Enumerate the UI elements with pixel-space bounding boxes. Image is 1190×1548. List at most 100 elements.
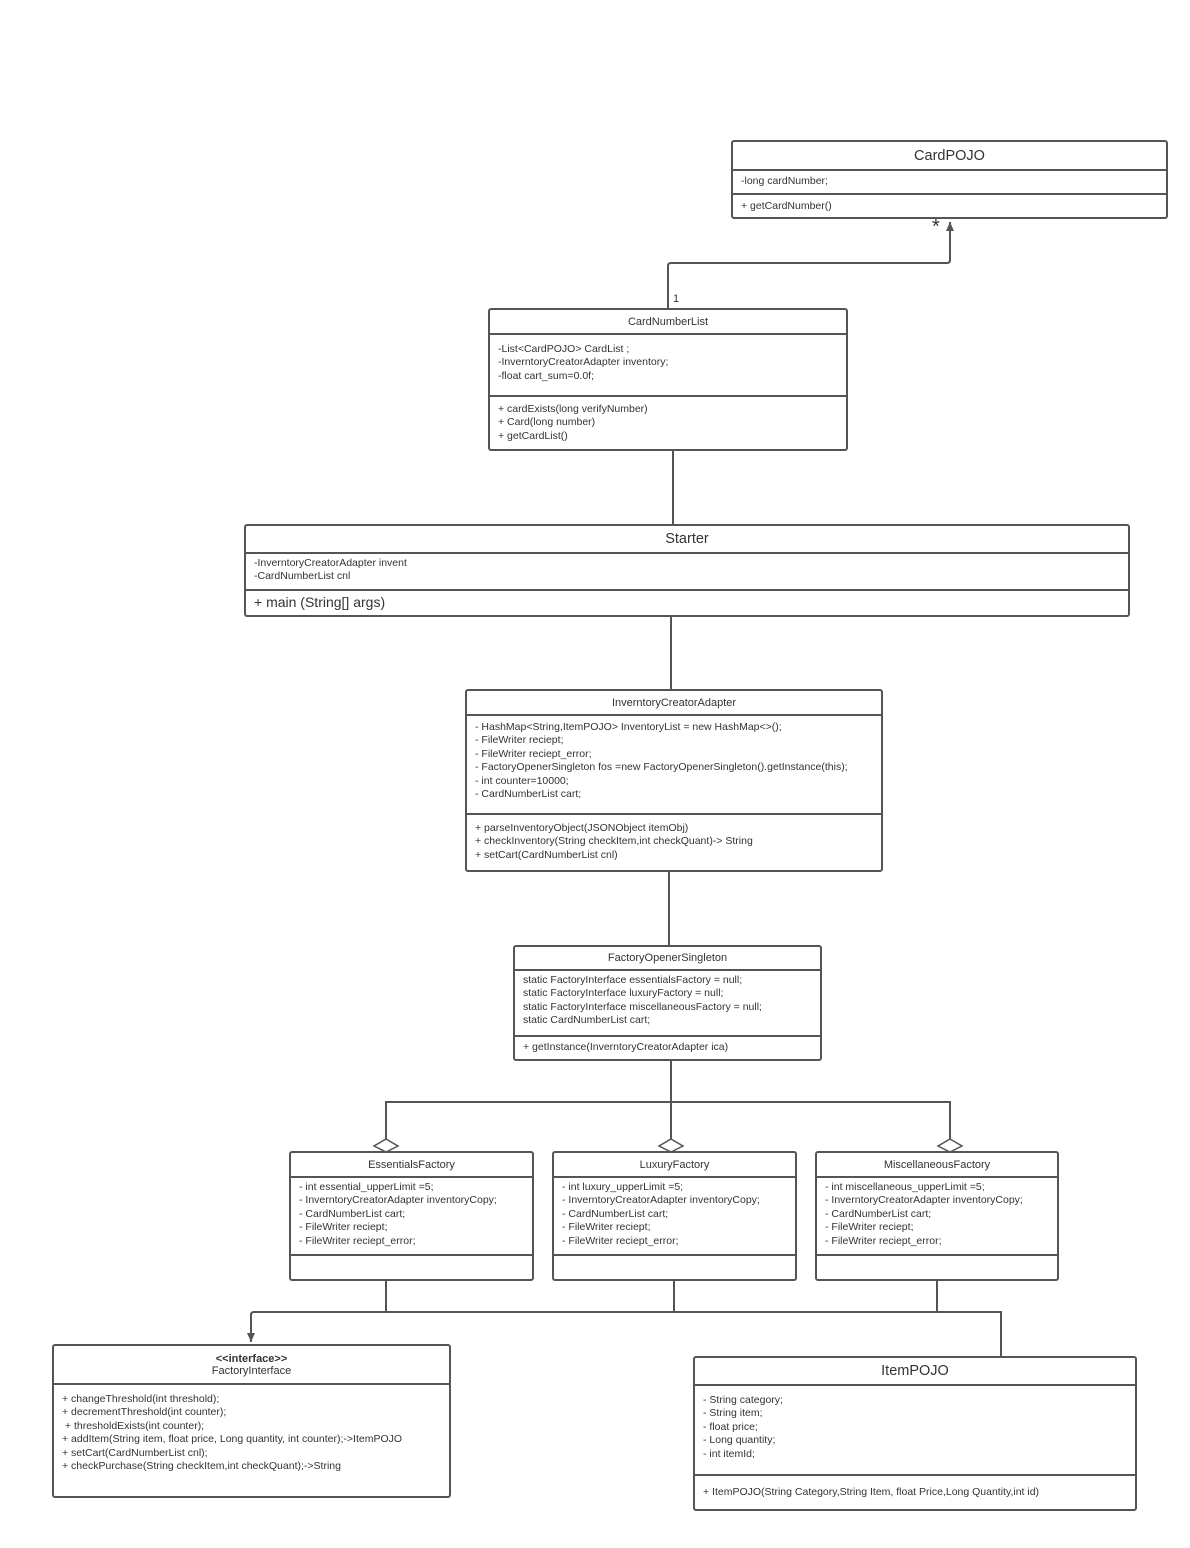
- attribute: static FactoryInterface luxuryFactory = …: [523, 987, 724, 1000]
- methods-section: + ItemPOJO(String Category,String Item, …: [695, 1474, 1135, 1509]
- attribute: - float price;: [703, 1420, 758, 1433]
- method: + setCart(CardNumberList cnl): [475, 848, 618, 861]
- class-name: Starter: [665, 531, 709, 547]
- methods-section: + parseInventoryObject(JSONObject itemOb…: [467, 813, 881, 870]
- attribute: - CardNumberList cart;: [825, 1207, 932, 1220]
- interface-factoryinterface[interactable]: <<interface>> FactoryInterface + changeT…: [52, 1344, 451, 1498]
- class-name: LuxuryFactory: [639, 1158, 710, 1171]
- attributes-section: -List<CardPOJO> CardList ; -InverntoryCr…: [490, 335, 846, 395]
- attribute: static FactoryInterface miscellaneousFac…: [523, 1000, 762, 1013]
- attribute: static CardNumberList cart;: [523, 1014, 651, 1027]
- attribute: -InverntoryCreatorAdapter inventory;: [498, 356, 669, 369]
- attributes-section: - int miscellaneous_upperLimit =5; - Inv…: [817, 1178, 1057, 1254]
- class-name: ItemPOJO: [881, 1363, 949, 1379]
- attribute: -CardNumberList cnl: [254, 570, 351, 583]
- attribute: - InverntoryCreatorAdapter inventoryCopy…: [825, 1194, 1023, 1207]
- attribute: - FileWriter reciept_error;: [475, 747, 592, 760]
- attribute: - String category;: [703, 1394, 783, 1406]
- attribute: -float cart_sum=0.0f;: [498, 369, 595, 382]
- attribute: - InverntoryCreatorAdapter inventoryCopy…: [562, 1194, 760, 1207]
- methods-section: + main (String[] args): [246, 589, 1128, 615]
- class-header: ItemPOJO: [695, 1358, 1135, 1386]
- class-miscellaneousfactory[interactable]: MiscellaneousFactory - int miscellaneous…: [815, 1151, 1059, 1281]
- attribute: - int luxury_upperLimit =5;: [562, 1181, 684, 1193]
- class-header: EssentialsFactory: [291, 1153, 532, 1178]
- class-name: CardNumberList: [627, 315, 709, 328]
- method: + ItemPOJO(String Category,String Item, …: [703, 1486, 1040, 1498]
- multiplicity-many: *: [932, 216, 940, 238]
- attributes-section: - int luxury_upperLimit =5; - Inverntory…: [554, 1178, 795, 1254]
- attribute: - InverntoryCreatorAdapter inventoryCopy…: [299, 1194, 497, 1207]
- class-header: Starter: [246, 526, 1128, 554]
- class-header: InverntoryCreatorAdapter: [467, 691, 881, 716]
- methods-section: + getInstance(InverntoryCreatorAdapter i…: [515, 1035, 820, 1059]
- attribute: - FileWriter reciept_error;: [299, 1234, 416, 1247]
- attribute: - int miscellaneous_upperLimit =5;: [825, 1181, 985, 1193]
- attribute: -long cardNumber;: [741, 175, 828, 187]
- attribute: - HashMap<String,ItemPOJO> InventoryList…: [475, 721, 782, 733]
- attributes-section: -InverntoryCreatorAdapter invent -CardNu…: [246, 554, 1128, 589]
- multiplicity-one: 1: [673, 293, 680, 305]
- realization-bus: [251, 1280, 1002, 1357]
- attribute: - FileWriter reciept_error;: [825, 1234, 942, 1247]
- attribute: - int essential_upperLimit =5;: [299, 1181, 434, 1193]
- class-essentialsfactory[interactable]: EssentialsFactory - int essential_upperL…: [289, 1151, 534, 1281]
- method: + cardExists(long verifyNumber): [498, 403, 648, 415]
- attributes-section: static FactoryInterface essentialsFactor…: [515, 971, 820, 1035]
- class-luxuryfactory[interactable]: LuxuryFactory - int luxury_upperLimit =5…: [552, 1151, 797, 1281]
- attribute: - FileWriter reciept;: [475, 734, 564, 747]
- class-header: <<interface>> FactoryInterface: [54, 1346, 449, 1385]
- class-name: CardPOJO: [914, 147, 985, 164]
- attribute: -List<CardPOJO> CardList ;: [498, 343, 630, 355]
- method: + Card(long number): [498, 416, 596, 429]
- method: + addItem(String item, float price, Long…: [62, 1433, 403, 1446]
- class-header: CardNumberList: [490, 310, 846, 335]
- methods-section: [554, 1254, 795, 1279]
- class-header: LuxuryFactory: [554, 1153, 795, 1178]
- method: + thresholdExists(int counter);: [62, 1419, 205, 1432]
- attributes-section: - String category; - String item; - floa…: [695, 1386, 1135, 1474]
- method: + getCardNumber(): [741, 199, 832, 212]
- class-itempojo[interactable]: ItemPOJO - String category; - String ite…: [693, 1356, 1137, 1511]
- class-name: FactoryInterface: [211, 1364, 292, 1377]
- attribute: - int counter=10000;: [475, 774, 569, 787]
- class-name: EssentialsFactory: [368, 1158, 455, 1171]
- class-name: FactoryOpenerSingleton: [607, 952, 728, 964]
- class-cardpojo[interactable]: CardPOJO -long cardNumber; + getCardNumb…: [731, 140, 1168, 219]
- class-header: MiscellaneousFactory: [817, 1153, 1057, 1178]
- attributes-section: -long cardNumber;: [733, 171, 1166, 193]
- methods-section: [817, 1254, 1057, 1279]
- attribute: - FileWriter reciept;: [299, 1221, 388, 1234]
- attribute: - int itemId;: [703, 1447, 755, 1460]
- attribute: - FileWriter reciept;: [825, 1221, 914, 1234]
- method: + decrementThreshold(int counter);: [62, 1406, 227, 1419]
- class-factoryopenersingleton[interactable]: FactoryOpenerSingleton static FactoryInt…: [513, 945, 822, 1061]
- attribute: - CardNumberList cart;: [299, 1207, 406, 1220]
- method: + getInstance(InverntoryCreatorAdapter i…: [523, 1041, 729, 1053]
- attribute: - CardNumberList cart;: [475, 788, 582, 801]
- attribute: -InverntoryCreatorAdapter invent: [254, 557, 407, 569]
- attribute: - Long quantity;: [703, 1434, 776, 1447]
- aggregation-bus: [385, 1060, 951, 1139]
- method: + parseInventoryObject(JSONObject itemOb…: [475, 822, 689, 834]
- methods-section: [291, 1254, 532, 1279]
- attribute: - FileWriter reciept;: [562, 1221, 651, 1234]
- class-header: FactoryOpenerSingleton: [515, 947, 820, 971]
- stereotype-label: <<interface>>: [215, 1352, 288, 1365]
- attribute: - CardNumberList cart;: [562, 1207, 669, 1220]
- attributes-section: - int essential_upperLimit =5; - Invernt…: [291, 1178, 532, 1254]
- class-inverntorycreatoradapter[interactable]: InverntoryCreatorAdapter - HashMap<Strin…: [465, 689, 883, 872]
- attribute: - FactoryOpenerSingleton fos =new Factor…: [475, 761, 848, 774]
- method: + checkInventory(String checkItem,int ch…: [475, 835, 753, 848]
- method: + changeThreshold(int threshold);: [62, 1393, 220, 1405]
- class-starter[interactable]: Starter -InverntoryCreatorAdapter invent…: [244, 524, 1130, 617]
- attributes-section: - HashMap<String,ItemPOJO> InventoryList…: [467, 716, 881, 813]
- attribute: static FactoryInterface essentialsFactor…: [523, 974, 743, 986]
- method: + getCardList(): [498, 429, 568, 442]
- attribute: - String item;: [703, 1407, 763, 1420]
- method: + main (String[] args): [254, 594, 386, 610]
- class-cardnumberlist[interactable]: CardNumberList -List<CardPOJO> CardList …: [488, 308, 848, 451]
- method: + setCart(CardNumberList cnl);: [62, 1446, 208, 1459]
- class-header: CardPOJO: [733, 142, 1166, 171]
- methods-section: + changeThreshold(int threshold); + decr…: [54, 1385, 449, 1496]
